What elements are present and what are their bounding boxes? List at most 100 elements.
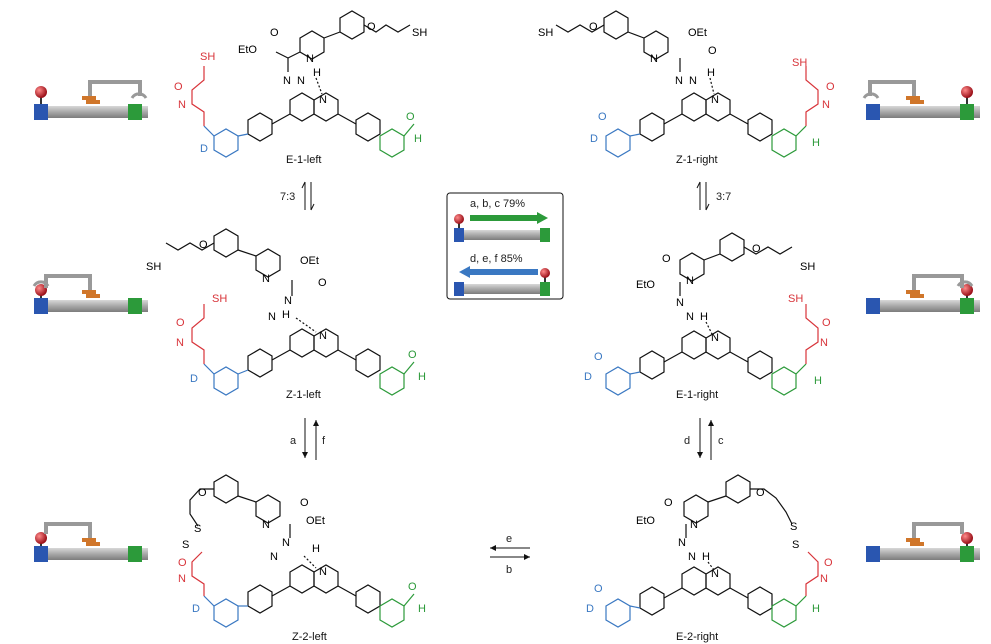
red-n-label: N	[178, 99, 186, 111]
n1-label: N	[283, 75, 291, 87]
d-label: D	[584, 371, 592, 383]
h-label: H	[312, 543, 320, 555]
carbonyl-o-label: O	[664, 497, 673, 509]
ester-label: EtO	[238, 44, 257, 56]
molecule-caption-e2-right: E-2-right	[676, 631, 718, 643]
d-label: D	[200, 143, 208, 155]
pyridine-n-label: N	[306, 53, 314, 65]
carbonyl-o-label: O	[662, 253, 671, 265]
quinoline-n-label: N	[711, 332, 719, 344]
equilibrium-left-top: 7:3	[280, 181, 315, 211]
n1-label: N	[678, 537, 686, 549]
pyridine-n-label: N	[262, 519, 270, 531]
molecule-z1-right: O SH N OEt O N N H N D O H N O SH Z-1-ri…	[538, 10, 835, 166]
molecule-caption-z1-left: Z-1-left	[286, 389, 321, 401]
molecule-caption-z2-left: Z-2-left	[292, 631, 327, 643]
pyridine-n-label: N	[686, 275, 694, 287]
green-h-label: H	[812, 137, 820, 149]
arrow-label-b: b	[506, 564, 512, 576]
n1-label: N	[282, 537, 290, 549]
thiol-label: SH	[146, 261, 161, 273]
red-o-label: O	[176, 317, 185, 329]
oxygen-label: O	[752, 243, 761, 255]
ester-label: OEt	[306, 515, 325, 527]
n2-label: N	[297, 75, 305, 87]
s1-label: S	[194, 523, 201, 535]
molecule-z1-left: O SH N OEt O N N H N D N O SH H O Z-1-le…	[146, 228, 426, 401]
oxygen-label: O	[367, 21, 376, 33]
equilibrium-right-top: 3:7	[696, 181, 731, 211]
ester-label: EtO	[636, 515, 655, 527]
aldehyde-o-label: O	[594, 583, 603, 595]
cartoon-e1-left	[34, 80, 148, 120]
red-o-label: O	[826, 81, 835, 93]
quinoline-n-label: N	[711, 94, 719, 106]
n1-label: N	[284, 295, 292, 307]
aldehyde-h-label: H	[418, 371, 426, 383]
d-label: D	[190, 373, 198, 385]
oxygen-label: O	[199, 239, 208, 251]
s2-label: S	[182, 539, 189, 551]
arrows-right-vertical: d c	[684, 418, 724, 460]
pyridine-n-label: N	[690, 519, 698, 531]
aldehyde-o-label: O	[594, 351, 603, 363]
oxygen-label: O	[589, 21, 598, 33]
oxygen-label: O	[198, 487, 207, 499]
red-o-label: O	[174, 81, 183, 93]
cartoon-z2-left	[34, 522, 148, 562]
d-label: D	[586, 603, 594, 615]
molecule-e1-left: O SH N EtO O N N H N D N O SH	[174, 10, 427, 166]
aldehyde-h-label: H	[418, 603, 426, 615]
red-n-label: N	[820, 337, 828, 349]
molecule-caption-z1-right: Z-1-right	[676, 154, 718, 166]
molecule-e2-right: O S S N EtO O N N H N D O H N O E-2-righ…	[586, 474, 833, 643]
d-label: D	[590, 133, 598, 145]
n2-label: N	[688, 551, 696, 563]
red-n-label: N	[820, 573, 828, 585]
aldehyde-o-label: O	[408, 581, 417, 593]
quinoline-n-label: N	[319, 94, 327, 106]
red-sh-label: SH	[792, 57, 807, 69]
quinoline-n-label: N	[711, 568, 719, 580]
ratio-left-label: 7:3	[280, 191, 295, 203]
s1-label: S	[790, 521, 797, 533]
pyridine-n-label: N	[262, 273, 270, 285]
green-h-label: H	[814, 375, 822, 387]
cartoon-z1-right	[862, 80, 980, 120]
d-label: D	[192, 603, 200, 615]
molecule-caption-e1-left: E-1-left	[286, 154, 321, 166]
h-label: H	[707, 67, 715, 79]
aldehyde-o-label: O	[598, 111, 607, 123]
ester-label: OEt	[300, 255, 319, 267]
red-sh-label: SH	[788, 293, 803, 305]
n2-label: N	[268, 311, 276, 323]
n2-label: N	[270, 551, 278, 563]
red-n-label: N	[176, 337, 184, 349]
red-o-label: O	[178, 557, 187, 569]
red-sh-label: SH	[212, 293, 227, 305]
quinoline-n-label: N	[319, 566, 327, 578]
cartoon-z1-left	[32, 274, 148, 314]
aldehyde-h-label: H	[414, 133, 422, 145]
ratio-right-label: 3:7	[716, 191, 731, 203]
molecule-e1-right: O SH N EtO O N N H N D O H N O SH E-1-ri…	[584, 232, 831, 401]
aldehyde-o-label: O	[406, 111, 415, 123]
red-o-label: O	[824, 557, 833, 569]
arrow-label-c: c	[718, 435, 724, 447]
thiol-label: SH	[538, 27, 553, 39]
pyridine-n-label: N	[650, 53, 658, 65]
n2-label: N	[689, 75, 697, 87]
red-n-label: N	[178, 573, 186, 585]
molecule-caption-e1-right: E-1-right	[676, 389, 718, 401]
arrow-label-d: d	[684, 435, 690, 447]
n1-label: N	[675, 75, 683, 87]
n1-label: N	[676, 297, 684, 309]
n2-label: N	[686, 311, 694, 323]
carbonyl-o-label: O	[708, 45, 717, 57]
thiol-label: SH	[800, 261, 815, 273]
aldehyde-o-label: O	[408, 349, 417, 361]
quinoline-n-label: N	[319, 330, 327, 342]
green-h-label: H	[812, 603, 820, 615]
arrows-bottom-horizontal: e b	[490, 533, 530, 576]
